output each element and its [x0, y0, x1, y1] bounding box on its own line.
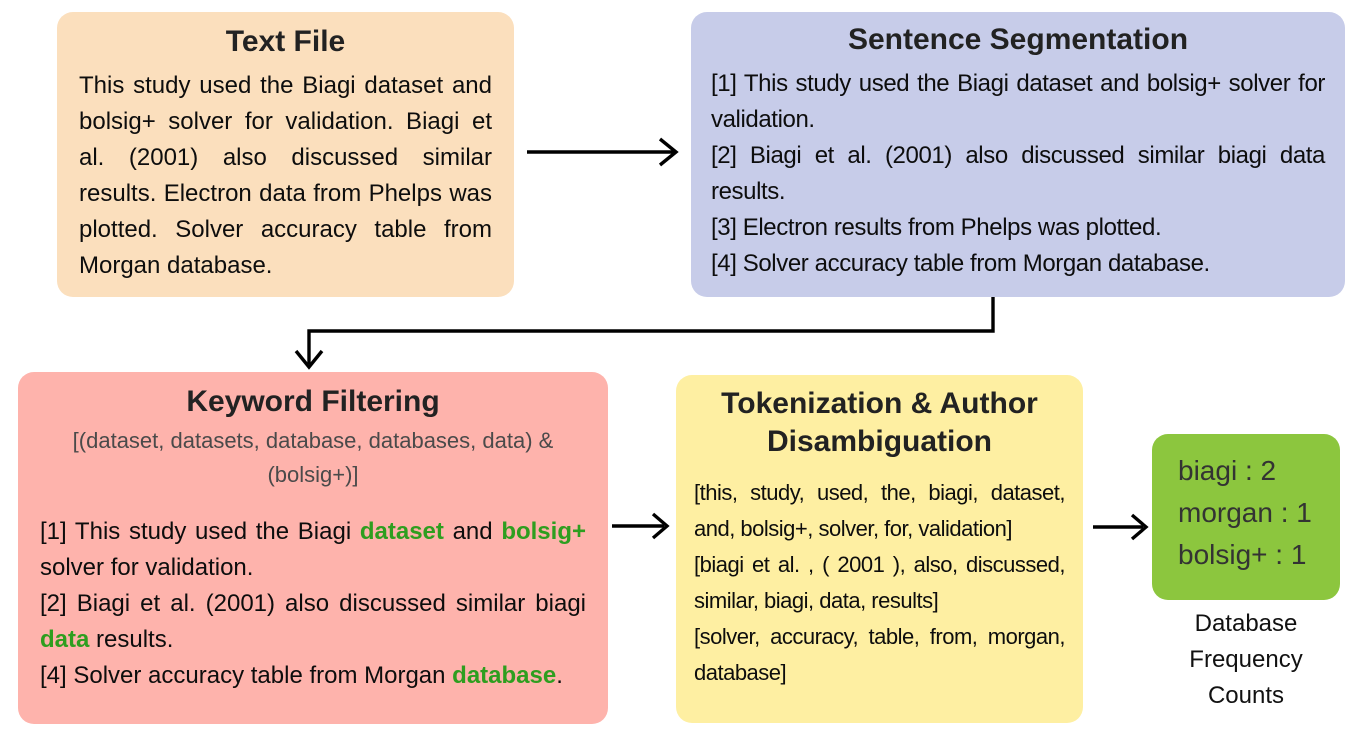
- tokenization-title: Tokenization & Author Disambiguation: [721, 387, 1038, 458]
- segmented-sentence-1: [1] This study used the Biagi dataset an…: [711, 70, 1325, 133]
- matched-keyword: dataset: [359, 518, 444, 545]
- text-file-box: Text File This study used the Biagi data…: [57, 12, 514, 297]
- matched-keyword: data: [40, 626, 90, 653]
- matched-keyword: database: [452, 662, 557, 689]
- arrow-segmentation-to-keyword: [294, 297, 995, 370]
- text-file-body: This study used the Biagi dataset and bo…: [79, 72, 492, 279]
- arrow-keyword-to-tokenization: [612, 512, 670, 540]
- sentence-text: .: [556, 662, 563, 689]
- sentence-text: [2] Biagi et al. (2001) also discussed s…: [40, 590, 586, 617]
- token-list-1: [this, study, used, the, biagi, dataset,…: [694, 480, 1066, 541]
- sentence-text: and: [443, 518, 502, 545]
- keyword-filtering-box: Keyword Filtering [(dataset, datasets, d…: [18, 372, 608, 724]
- keyword-filtering-title: Keyword Filtering: [186, 385, 440, 418]
- sentence-segmentation-box: Sentence Segmentation [1] This study use…: [691, 12, 1345, 297]
- keyword-filter-rule: [(dataset, datasets, database, databases…: [72, 428, 554, 487]
- sentence-text: solver for validation.: [40, 554, 254, 581]
- segmented-sentence-3: [3] Electron results from Phelps was plo…: [711, 214, 1162, 241]
- segmented-sentence-4: [4] Solver accuracy table from Morgan da…: [711, 250, 1210, 277]
- sentence-text: [4] Solver accuracy table from Morgan: [40, 662, 453, 689]
- token-list-2: [biagi et al. , ( 2001 ), also, discusse…: [694, 552, 1066, 613]
- frequency-entry-biagi: biagi : 2: [1178, 455, 1277, 486]
- frequency-entry-bolsig: bolsig+ : 1: [1178, 539, 1307, 570]
- text-file-title: Text File: [225, 25, 346, 58]
- frequency-counts-caption: Database Frequency Counts: [1189, 610, 1303, 709]
- keyword-filtering-body: [1] This study used the Biagi dataset an…: [40, 514, 586, 694]
- filtered-sentence-2: [2] Biagi et al. (2001) also discussed s…: [40, 586, 586, 658]
- tokenization-box: Tokenization & Author Disambiguation [th…: [676, 375, 1083, 723]
- token-list-3: [solver, accuracy, table, from, morgan, …: [694, 624, 1066, 685]
- arrow-textfile-to-segmentation: [527, 137, 679, 167]
- sentence-segmentation-title: Sentence Segmentation: [847, 23, 1189, 56]
- segmented-sentence-2: [2] Biagi et al. (2001) also discussed s…: [711, 142, 1325, 205]
- filtered-sentence-1: [1] This study used the Biagi dataset an…: [40, 514, 586, 586]
- matched-keyword: bolsig+: [501, 518, 586, 545]
- filtered-sentence-4: [4] Solver accuracy table from Morgan da…: [40, 658, 586, 694]
- sentence-text: [1] This study used the Biagi: [40, 518, 360, 545]
- frequency-counts-box: biagi : 2 morgan : 1 bolsig+ : 1: [1152, 434, 1340, 600]
- frequency-entry-morgan: morgan : 1: [1178, 497, 1312, 528]
- sentence-text: results.: [89, 626, 174, 653]
- sentence-segmentation-body: [1] This study used the Biagi dataset an…: [711, 66, 1325, 282]
- tokenization-body: [this, study, used, the, biagi, dataset,…: [694, 475, 1066, 691]
- arrow-tokenization-to-frequency: [1093, 513, 1149, 541]
